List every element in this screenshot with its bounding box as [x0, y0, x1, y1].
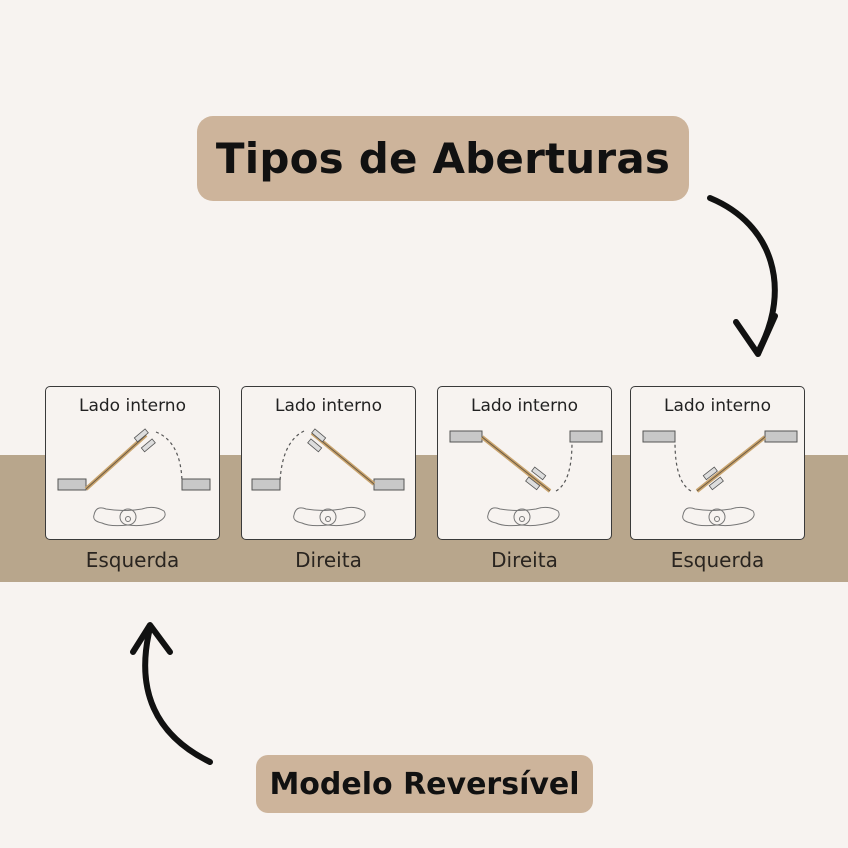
caption-card-1: Esquerda [85, 548, 180, 572]
card-label: Lado interno [79, 396, 186, 416]
caption-card-3: Direita [491, 548, 558, 572]
door-swing-icon [57, 428, 211, 527]
page-subtitle: Modelo Reversível [256, 755, 593, 813]
card-label: Lado interno [275, 396, 382, 416]
opening-card-left-1: Lado interno [45, 386, 220, 540]
door-swing-icon [449, 430, 603, 527]
toilet-icon [93, 506, 166, 527]
door-swing-icon [251, 428, 405, 527]
card-label: Lado interno [471, 396, 578, 416]
caption-card-4: Esquerda [670, 548, 765, 572]
toilet-icon [293, 506, 366, 527]
opening-card-right-1: Lado interno [241, 386, 416, 540]
page-title: Tipos de Aberturas [197, 116, 689, 201]
caption-card-2: Direita [295, 548, 362, 572]
card-label: Lado interno [664, 396, 771, 416]
toilet-icon [682, 506, 755, 527]
opening-card-left-2: Lado interno [630, 386, 805, 540]
opening-card-right-2: Lado interno [437, 386, 612, 540]
door-swing-icon [642, 430, 798, 527]
toilet-icon [487, 506, 560, 527]
